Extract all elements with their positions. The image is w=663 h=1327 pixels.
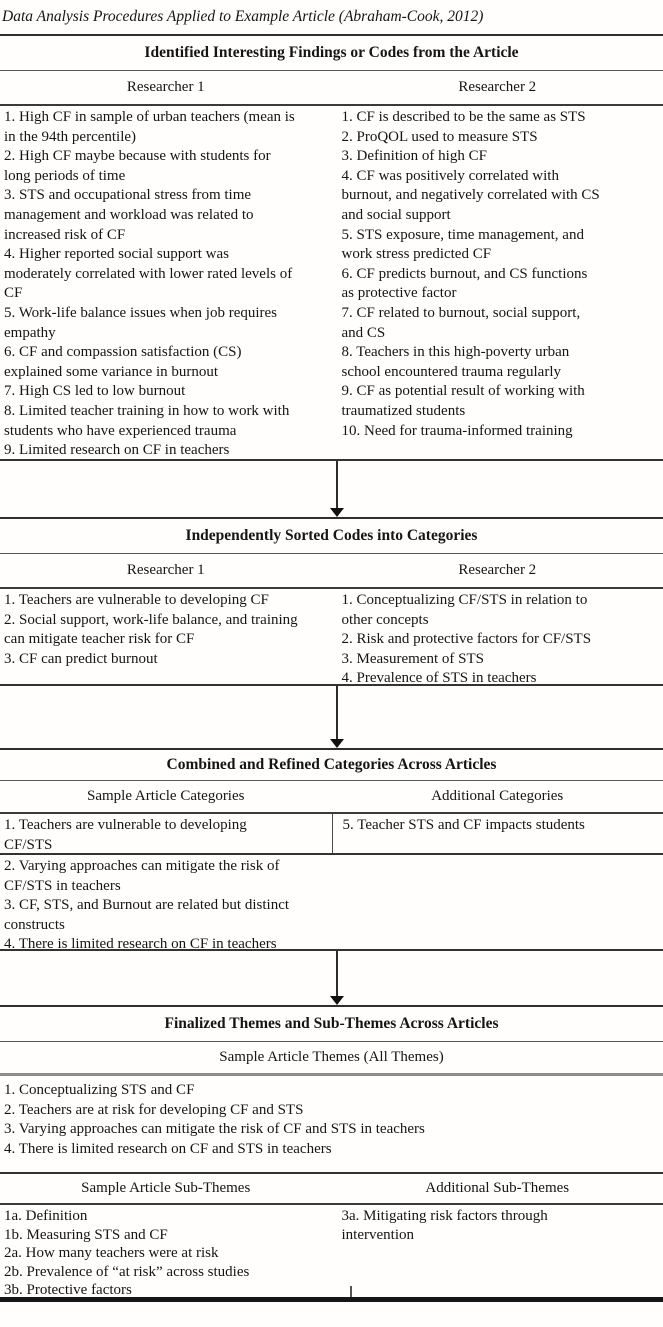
finding-item: 2. ProQOL used to measure STS — [341, 128, 538, 145]
category-item: 2. Varying approaches can mitigate the r… — [4, 858, 280, 894]
column-divider-mark — [350, 1286, 352, 1297]
finding-item: 6. CF predicts burnout, and CS functions… — [341, 265, 588, 302]
flow-connector — [0, 461, 663, 517]
category-item: 3. CF, STS, and Burnout are related but … — [4, 897, 290, 933]
subtheme-item: 3b. Protective factors — [4, 1282, 132, 1298]
down-arrow-icon — [336, 686, 338, 739]
stage2-header: Independently Sorted Codes into Categori… — [0, 519, 663, 554]
finding-item: 8. Limited teacher training in how to wo… — [4, 402, 290, 439]
down-arrowhead-icon — [330, 508, 344, 517]
finding-item: 2. High CF maybe because with students f… — [4, 148, 271, 184]
stage2-researcher2-cell: 1. Conceptualizing CF/STS in relation to… — [332, 589, 663, 686]
down-arrow-icon — [336, 461, 338, 508]
stage3-header: Combined and Refined Categories Across A… — [0, 750, 663, 781]
down-arrowhead-icon — [330, 996, 344, 1005]
theme-item: 4. There is limited research on CF and S… — [4, 1140, 332, 1157]
finding-item: 5. Work-life balance issues when job req… — [4, 304, 278, 341]
category-item: 5. Teacher STS and CF impacts students — [342, 817, 585, 833]
stage3-row2-right-cell — [332, 855, 663, 949]
category-item: 3. Measurement of STS — [341, 650, 484, 667]
stage1-section: Identified Interesting Findings or Codes… — [0, 34, 663, 461]
theme-item: 3. Varying approaches can mitigate the r… — [4, 1121, 425, 1138]
subtheme-item: 3a. Mitigating risk factors through inte… — [341, 1208, 548, 1243]
table-bottom-rule — [0, 1297, 663, 1302]
stage2-section: Independently Sorted Codes into Categori… — [0, 517, 663, 686]
finding-item: 10. Need for trauma-informed training — [341, 422, 573, 439]
finding-item: 8. Teachers in this high-poverty urban s… — [341, 344, 570, 380]
stage1-researcher2-header: Researcher 2 — [458, 78, 537, 95]
stage3-row2: 2. Varying approaches can mitigate the r… — [0, 855, 663, 952]
finding-item: 9. Limited research on CF in teachers — [4, 442, 230, 459]
category-item: 1. Conceptualizing CF/STS in relation to… — [341, 592, 588, 628]
stage1-body: 1. High CF in sample of urban teachers (… — [0, 106, 663, 461]
stage4-header: Finalized Themes and Sub-Themes Across A… — [0, 1007, 663, 1042]
sample-article-themes-caption: Sample Article Themes (All Themes) — [0, 1042, 663, 1076]
category-item: 3. CF can predict burnout — [4, 650, 158, 667]
finding-item: 4. Higher reported social support was mo… — [4, 246, 293, 302]
finding-item: 1. CF is described to be the same as STS — [341, 109, 586, 125]
stage3-row1-left-cell: 1. Teachers are vulnerable to developing… — [0, 814, 332, 853]
stage3-row2-left-cell: 2. Varying approaches can mitigate the r… — [0, 855, 332, 952]
subtheme-column-headers: Sample Article Sub-Themes Additional Sub… — [0, 1174, 663, 1205]
category-item: 2. Social support, work-life balance, an… — [4, 611, 298, 648]
additional-subthemes-header: Additional Sub-Themes — [425, 1179, 570, 1196]
flow-connector — [0, 951, 663, 1005]
category-item: 1. Teachers are vulnerable to developing… — [4, 817, 247, 853]
flow-connector — [0, 686, 663, 748]
stage3-section: Combined and Refined Categories Across A… — [0, 748, 663, 952]
finding-item: 7. High CS led to low burnout — [4, 383, 186, 400]
stage3-row1-right-cell: 5. Teacher STS and CF impacts students — [331, 814, 663, 853]
category-item: 4. Prevalence of STS in teachers — [341, 670, 537, 687]
stage1-researcher1-header: Researcher 1 — [126, 78, 205, 95]
finding-item: 7. CF related to burnout, social support… — [341, 304, 581, 341]
subtheme-item: 2b. Prevalence of “at risk” across studi… — [4, 1263, 250, 1280]
down-arrowhead-icon — [330, 739, 344, 748]
stage1-header: Identified Interesting Findings or Codes… — [0, 36, 663, 71]
category-item: 2. Risk and protective factors for CF/ST… — [341, 631, 592, 648]
category-item: 4. There is limited research on CF in te… — [4, 936, 277, 953]
stage4-section: Finalized Themes and Sub-Themes Across A… — [0, 1005, 663, 1302]
stage1-researcher1-cell: 1. High CF in sample of urban teachers (… — [0, 106, 332, 459]
stage3-row1: 1. Teachers are vulnerable to developing… — [0, 814, 663, 855]
stage2-researcher1-cell: 1. Teachers are vulnerable to developing… — [0, 589, 332, 684]
additional-categories-header: Additional Categories — [431, 787, 564, 804]
theme-item: 2. Teachers are at risk for developing C… — [4, 1101, 304, 1118]
finding-item: 5. STS exposure, time management, and wo… — [341, 226, 584, 263]
subtheme-item: 1b. Measuring STS and CF — [4, 1226, 168, 1243]
sample-article-subthemes-header: Sample Article Sub-Themes — [81, 1179, 251, 1196]
stage2-researcher1-header: Researcher 1 — [126, 561, 205, 578]
finding-item: 9. CF as potential result of working wit… — [341, 383, 585, 419]
stage2-body: 1. Teachers are vulnerable to developing… — [0, 589, 663, 686]
stage3-column-headers: Sample Article Categories Additional Cat… — [0, 781, 663, 814]
down-arrow-icon — [336, 951, 338, 996]
sample-article-categories-header: Sample Article Categories — [87, 787, 245, 804]
finding-item: 6. CF and compassion satisfaction (CS) e… — [4, 344, 242, 380]
subtheme-item: 2a. How many teachers were at risk — [4, 1245, 219, 1261]
finding-item: 3. STS and occupational stress from time… — [4, 187, 254, 243]
finding-item: 3. Definition of high CF — [341, 148, 487, 165]
additional-subthemes-cell: 3a. Mitigating risk factors through inte… — [332, 1205, 663, 1297]
category-item: 1. Teachers are vulnerable to developing… — [4, 592, 269, 608]
theme-item: 1. Conceptualizing STS and CF — [4, 1082, 195, 1098]
finding-item: 1. High CF in sample of urban teachers (… — [4, 109, 295, 145]
stage2-column-headers: Researcher 1 Researcher 2 — [0, 554, 663, 589]
subtheme-body: 1a. Definition 1b. Measuring STS and CF … — [0, 1205, 663, 1298]
figure-title: Data Analysis Procedures Applied to Exam… — [2, 8, 484, 25]
stage1-column-headers: Researcher 1 Researcher 2 — [0, 71, 663, 106]
stage2-researcher2-header: Researcher 2 — [458, 561, 537, 578]
themes-list: 1. Conceptualizing STS and CF 2. Teacher… — [0, 1076, 663, 1174]
subtheme-item: 1a. Definition — [4, 1208, 88, 1224]
sample-article-subthemes-cell: 1a. Definition 1b. Measuring STS and CF … — [0, 1205, 332, 1298]
stage1-researcher2-cell: 1. CF is described to be the same as STS… — [332, 106, 663, 459]
finding-item: 4. CF was positively correlated with bur… — [341, 167, 600, 223]
